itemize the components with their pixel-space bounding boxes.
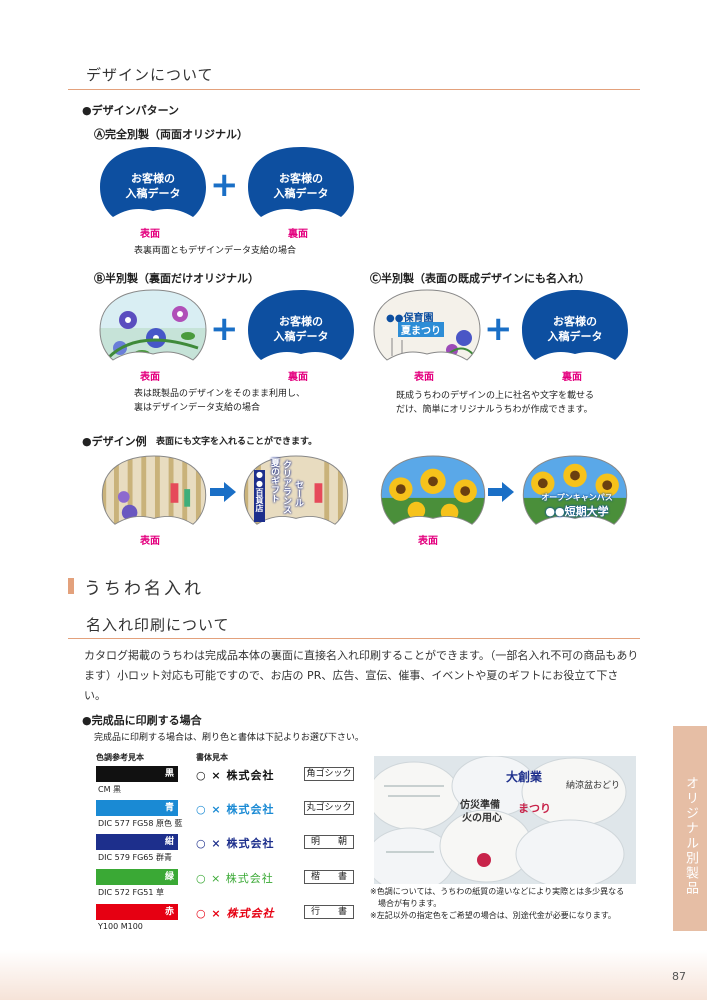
font-name-kaisho: 楷 書 [304, 870, 354, 884]
swatch-green-code: DIC 572 FG51 草 [98, 888, 164, 897]
pattern-b-heading: Ⓑ半別製（裏面だけオリジナル） [94, 272, 259, 285]
pattern-b-note-2: 裏はデザインデータ支給の場合 [134, 403, 261, 413]
font-sample-mincho: ○ × 株式会社 [196, 837, 275, 850]
example2-label: 表面 [418, 536, 438, 547]
finished-note: 完成品に印刷する場合は、刷り色と書体は下記よりお選び下さい。 [94, 733, 364, 743]
example1-line2: クリアランス [281, 460, 291, 514]
pattern-c-note-1: 既成うちわのデザインの上に社名や文字を載せる [396, 391, 595, 401]
footnote-2: 場合が有ります。 [370, 899, 442, 908]
example1-fan-original [101, 455, 207, 525]
example2-line2: ●●短期大学 [545, 505, 609, 518]
fan-c-back-line2: 入稿データ [547, 330, 603, 343]
color-heading: 色調参考見本 [96, 753, 144, 762]
pattern-a-heading: Ⓐ完全別製（両面オリジナル） [94, 128, 248, 141]
pattern-b-note-1: 表は既製品のデザインをそのまま利用し、 [134, 389, 306, 399]
label-back: 裏面 [288, 372, 308, 383]
example1-line3: セール [293, 480, 303, 507]
example2-fan-named [522, 455, 628, 525]
photo-text-1: 大創業 [506, 770, 543, 784]
section-title-naire: うちわ名入れ [84, 579, 204, 599]
label-front: 表面 [414, 372, 434, 383]
fan-a-front-line1: お客様の [131, 172, 175, 185]
font-name-gyosho: 行 書 [304, 905, 354, 919]
swatch-red: 赤 [96, 904, 178, 920]
fan-c-front-line2: 夏まつり [398, 322, 444, 337]
font-sample-maru-gothic: ○ × 株式会社 [196, 803, 275, 816]
font-sample-kaisho: ○ × 株式会社 [196, 872, 274, 885]
section-title-design: デザインについて [86, 66, 214, 84]
footnote-1: ※色調については、うちわの紙質の違いなどにより実際とは多少異なる [370, 887, 625, 896]
label-back: 裏面 [562, 372, 582, 383]
font-sample-gyosho: ○ × 株式会社 [196, 907, 275, 920]
fan-a-back-line2: 入稿データ [273, 187, 329, 200]
fan-b-back [248, 290, 354, 360]
fan-a-back [248, 147, 354, 217]
label-back: 裏面 [288, 229, 308, 240]
swatch-red-code: Y100 M100 [98, 922, 143, 931]
naire-subtitle: 名入れ印刷について [86, 616, 230, 634]
photo-text-3: 火の用心 [462, 813, 502, 824]
swatch-black-code: CM 黒 [98, 785, 122, 794]
arrow-right-icon [210, 482, 236, 502]
swatch-navy: 紺 [96, 834, 178, 850]
fan-b-back-line2: 入稿データ [273, 330, 329, 343]
example1-label: 表面 [140, 536, 160, 547]
swatch-black: 黒 [96, 766, 178, 782]
font-sample-kaku-gothic: ○ × 株式会社 [196, 769, 275, 782]
font-heading: 書体見本 [196, 753, 228, 762]
plus-icon: + [484, 309, 513, 349]
example1-line1: 夏のギフト [269, 458, 279, 503]
photo-text-5: 納涼盆おどり [566, 781, 621, 791]
fan-c-front-line1: ●●保育園 [386, 313, 434, 324]
plus-icon: + [210, 165, 239, 205]
fan-c-front-image [373, 289, 481, 361]
pattern-a-note: 表裏両面ともデザインデータ支給の場合 [134, 246, 297, 256]
naire-body: カタログ掲載のうちわは完成品本体の裏面に直接名入れ印刷することができます。（一部… [84, 649, 639, 702]
plus-icon: + [210, 309, 239, 349]
font-name-mincho: 明 朝 [304, 835, 354, 849]
example1-line4: ●●百貨店 [254, 470, 265, 522]
fan-a-front-line2: 入稿データ [125, 187, 181, 200]
pattern-heading: ●デザインパターン [82, 104, 180, 117]
swatch-navy-code: DIC 579 FG65 群青 [98, 853, 172, 862]
arrow-right-icon [488, 482, 514, 502]
swatch-blue-code: DIC 577 FG58 原色 藍 [98, 819, 183, 828]
swatch-blue: 青 [96, 800, 178, 816]
fan-a-front [100, 147, 206, 217]
example2-fan-original [380, 455, 486, 525]
fan-b-front-image [99, 289, 207, 361]
label-front: 表面 [140, 229, 160, 240]
footnote-3: ※左記以外の指定色をご希望の場合は、別途代金が必要になります。 [370, 911, 616, 920]
sample-photo-image [374, 756, 636, 884]
photo-text-2: 仿災準備 [460, 800, 500, 811]
pattern-c-heading: Ⓒ半別製（表面の既成デザインにも名入れ） [370, 272, 590, 285]
font-name-kaku-gothic: 角ゴシック [304, 767, 354, 781]
font-name-maru-gothic: 丸ゴシック [304, 801, 354, 815]
page-number: 87 [672, 970, 686, 983]
section-divider [68, 638, 640, 639]
example-subheading: 表面にも文字を入れることができます。 [156, 437, 318, 447]
fan-a-back-line1: お客様の [279, 172, 323, 185]
example-heading: ●デザイン例 [82, 435, 147, 448]
footer-band [0, 950, 707, 1000]
pattern-c-note-2: だけ、簡単にオリジナルうちわが作成できます。 [396, 405, 593, 415]
fan-c-back [522, 290, 628, 360]
side-tab: オリジナル別製品 [673, 726, 707, 931]
label-front: 表面 [140, 372, 160, 383]
example2-line1: オープンキャンパス [541, 493, 613, 502]
swatch-green: 緑 [96, 869, 178, 885]
section-marker [68, 578, 74, 594]
fan-b-back-line1: お客様の [279, 315, 323, 328]
photo-text-4: まつり [518, 802, 551, 815]
fan-c-back-line1: お客様の [553, 315, 597, 328]
finished-heading: ●完成品に印刷する場合 [82, 714, 202, 727]
section-divider [68, 89, 640, 90]
